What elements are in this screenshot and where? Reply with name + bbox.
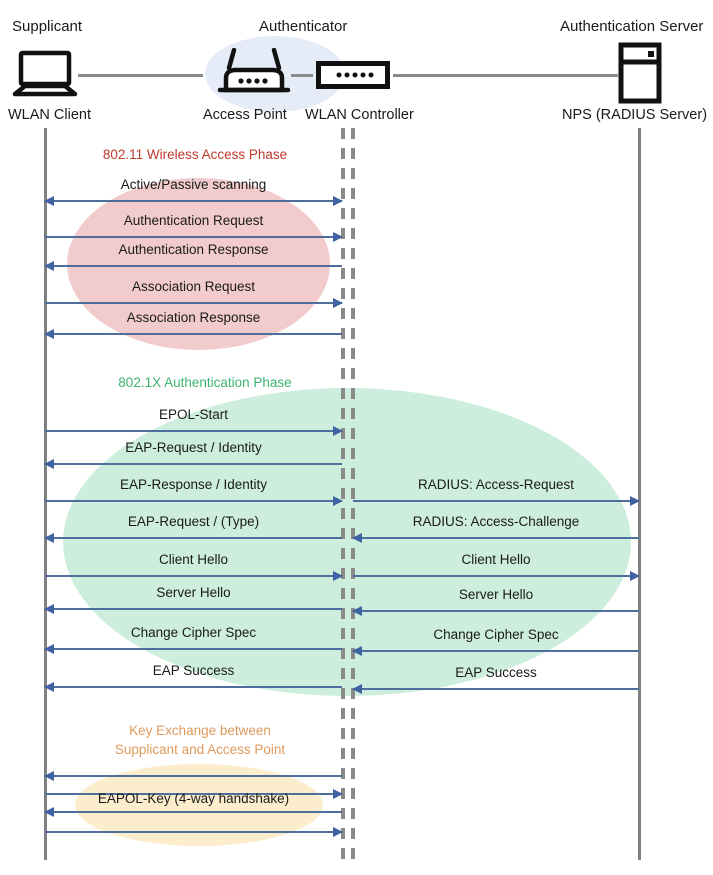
link-client-to-ap (78, 74, 203, 77)
message-line (45, 200, 342, 202)
arrowhead-right-icon (333, 196, 343, 206)
message-label: EAP Success (152, 663, 235, 678)
message-line (45, 333, 342, 335)
message-line (45, 302, 342, 304)
actor-role-authenticator: Authenticator (259, 18, 348, 35)
message-line (45, 500, 342, 502)
message-line (45, 265, 342, 267)
phase-label-8021x: 802.1X Authentication Phase (118, 375, 292, 390)
arrowhead-right-icon (333, 426, 343, 436)
link-wlc-to-server (393, 74, 618, 77)
message-label: Authentication Request (123, 213, 264, 228)
message-label: Change Cipher Spec (433, 627, 559, 642)
message-line (45, 463, 342, 465)
lifeline-radius-server (638, 128, 641, 860)
message-label: EAP-Response / Identity (119, 477, 268, 492)
phase-blob-80211 (67, 178, 330, 350)
arrowhead-left-icon (352, 606, 362, 616)
message-label: RADIUS: Access-Challenge (412, 514, 580, 529)
message-line (353, 688, 639, 690)
wireless-router-icon (216, 47, 292, 103)
message-line (45, 236, 342, 238)
message-label: RADIUS: Access-Request (417, 477, 575, 492)
arrowhead-right-icon (333, 496, 343, 506)
phase-blob-8021x (63, 388, 631, 696)
message-label: Server Hello (458, 587, 534, 602)
phase-label-keyexchange: Key Exchange between Supplicant and Acce… (75, 721, 325, 759)
arrowhead-right-icon (333, 298, 343, 308)
arrowhead-right-icon (333, 827, 343, 837)
arrowhead-right-icon (630, 496, 640, 506)
message-label: EAP-Request / Identity (125, 440, 262, 455)
message-line (353, 650, 639, 652)
arrowhead-left-icon (44, 261, 54, 271)
lifeline-access-point (341, 128, 345, 860)
arrowhead-left-icon (44, 604, 54, 614)
arrowhead-left-icon (44, 807, 54, 817)
message-line (45, 775, 342, 777)
message-line (353, 575, 639, 577)
message-label: Active/Passive scanning (120, 177, 267, 192)
message-line (353, 537, 639, 539)
message-line (45, 686, 342, 688)
arrowhead-left-icon (44, 329, 54, 339)
link-ap-to-wlc (291, 74, 313, 77)
message-line (45, 608, 342, 610)
message-line (45, 575, 342, 577)
arrowhead-left-icon (352, 646, 362, 656)
message-line (45, 537, 342, 539)
message-line (45, 793, 342, 795)
arrowhead-left-icon (352, 533, 362, 543)
message-label: Client Hello (461, 552, 531, 567)
lifeline-wlan-controller (351, 128, 355, 860)
arrowhead-left-icon (44, 771, 54, 781)
actor-role-authentication-server: Authentication Server (560, 18, 704, 35)
laptop-icon (12, 50, 78, 103)
arrowhead-right-icon (630, 571, 640, 581)
arrowhead-left-icon (44, 196, 54, 206)
network-switch-icon (316, 61, 390, 94)
message-line (353, 610, 639, 612)
lifeline-supplicant (44, 128, 47, 860)
message-label: Change Cipher Spec (130, 625, 257, 640)
phase-label-80211: 802.11 Wireless Access Phase (102, 147, 288, 162)
message-label: EAPOL-Key (4-way handshake) (97, 791, 290, 806)
message-label: EAP Success (455, 665, 537, 680)
arrowhead-left-icon (352, 684, 362, 694)
message-label: EAP-Request / (Type) (127, 514, 260, 529)
message-label: Authentication Response (118, 242, 269, 257)
arrowhead-left-icon (44, 533, 54, 543)
message-label: Client Hello (158, 552, 229, 567)
actor-device-wlan-client: WLAN Client (8, 107, 91, 123)
arrowhead-right-icon (333, 232, 343, 242)
actor-role-supplicant: Supplicant (12, 18, 83, 35)
arrowhead-left-icon (44, 682, 54, 692)
actor-device-access-point: Access Point (203, 107, 287, 123)
message-line (45, 831, 342, 833)
arrowhead-left-icon (44, 459, 54, 469)
message-label: Association Response (126, 310, 261, 325)
actor-device-wlan-controller: WLAN Controller (305, 107, 414, 123)
message-line (45, 811, 342, 813)
message-label: Association Request (131, 279, 256, 294)
arrowhead-right-icon (333, 571, 343, 581)
message-line (45, 648, 342, 650)
message-line (353, 500, 639, 502)
message-line (45, 430, 342, 432)
message-label: Server Hello (156, 585, 231, 600)
actor-device-nps-radius-server: NPS (RADIUS Server) (562, 107, 708, 123)
arrowhead-right-icon (333, 789, 343, 799)
phase-label-keyexchange-line2: Supplicant and Access Point (114, 742, 286, 757)
phase-label-keyexchange-line1: Key Exchange between (129, 723, 271, 738)
server-tower-icon (618, 42, 662, 109)
arrowhead-left-icon (44, 644, 54, 654)
message-label: EPOL-Start (158, 407, 229, 422)
